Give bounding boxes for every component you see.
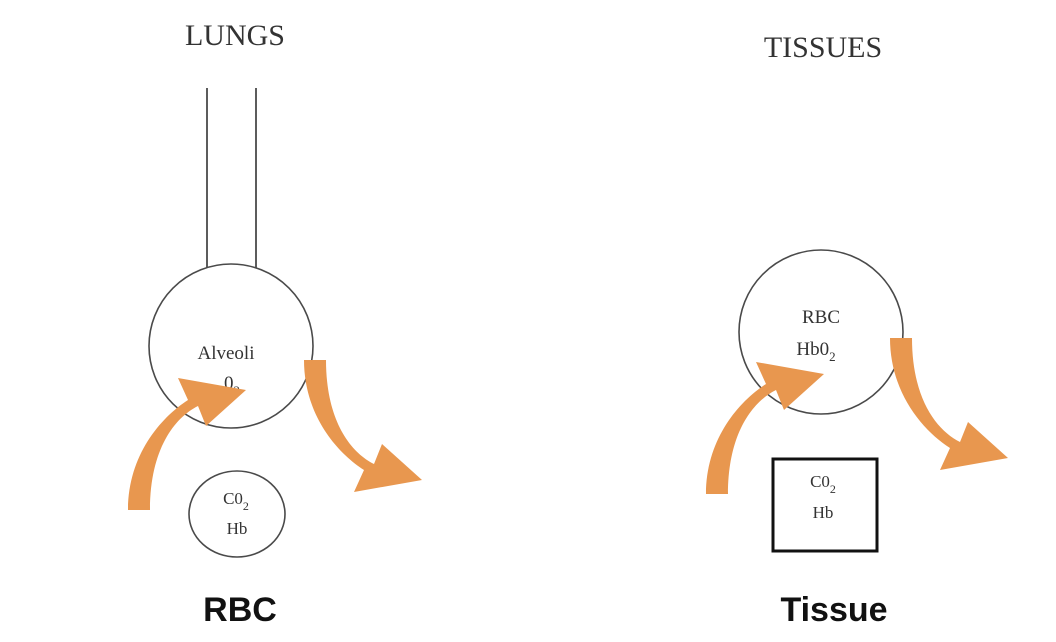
rbc-hb-label: Hb — [227, 519, 248, 538]
tissue-caption: Tissue — [780, 591, 887, 629]
tissue-hb-label: Hb — [813, 503, 834, 522]
alveoli-label: Alveoli — [198, 343, 255, 364]
left-panel: LUNGS Alveoli 02 C02 Hb RBC — [128, 19, 422, 629]
rbc-caption: RBC — [203, 591, 277, 629]
curved-arrow-icon — [304, 360, 422, 492]
rbc-co2-label: C02 — [223, 489, 249, 513]
hbo2-label: Hb02 — [796, 339, 835, 364]
right-panel: TISSUES RBC Hb02 C02 Hb Tissue — [706, 31, 1008, 629]
rbc-label: RBC — [802, 307, 840, 328]
rbc-co2-hb-circle — [188, 470, 286, 558]
lungs-header: LUNGS — [185, 19, 285, 52]
tissues-header: TISSUES — [764, 31, 882, 64]
tissue-co2-label: C02 — [810, 472, 836, 496]
curved-arrow-icon — [890, 338, 1008, 470]
tissue-box — [771, 457, 879, 553]
